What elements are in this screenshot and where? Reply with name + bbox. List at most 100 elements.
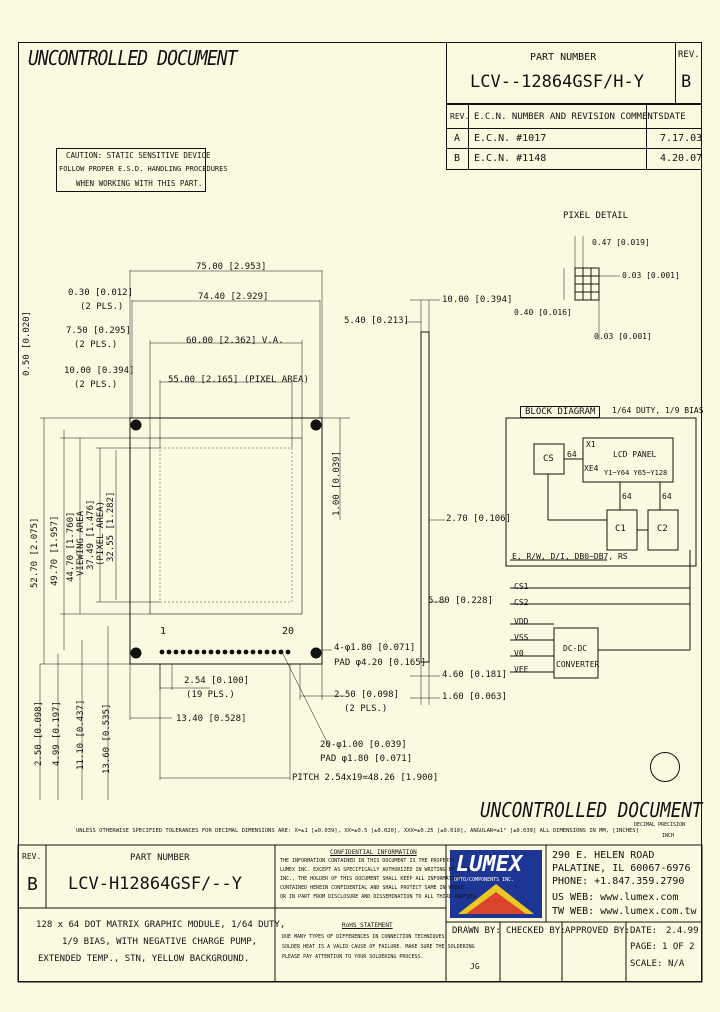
dim-250-pls: (2 PLS.) — [344, 704, 388, 714]
caution-line-3: WHEN WORKING WITH THIS PART. — [76, 179, 203, 188]
addr-5: TW WEB: www.lumex.com.tw — [552, 906, 697, 917]
drawn-value: JG — [470, 962, 480, 971]
rev-row-b: B — [454, 153, 461, 164]
block-dcdc: DC-DC — [563, 644, 588, 653]
block-vdd: VDD — [514, 617, 529, 626]
revision-table — [446, 104, 702, 170]
dim-v4470-label: VIEWING AREA — [76, 510, 86, 576]
pixel-detail-figure — [563, 236, 620, 340]
tb-rev-label: REV. — [22, 852, 42, 861]
date-value: 2.4.99 — [666, 926, 699, 936]
part-number-label: PART NUMBER — [530, 52, 597, 63]
pixel-detail-d3: 0.40 [0.016] — [514, 308, 572, 317]
rohs-3: PLEASE PAY ATTENTION TO YOUR SOLDERING P… — [282, 954, 424, 960]
rev-header-value: B — [681, 72, 692, 92]
dim-b250: 2.50 [0.098] — [34, 700, 44, 766]
dim-v050: 0.50 [0.020] — [22, 310, 32, 376]
caution-box — [56, 148, 206, 192]
uncontrolled-stamp-bottom: UNCONTROLLED DOCUMENT — [480, 798, 703, 822]
tb-desc-1: 128 x 64 DOT MATRIX GRAPHIC MODULE, 1/64… — [36, 920, 286, 930]
block-cs1: CS1 — [514, 582, 529, 591]
dim-pad180: PAD φ1.80 [0.071] — [320, 754, 413, 764]
scale-value: N/A — [668, 959, 685, 969]
page-value: 1 OF 2 — [662, 942, 695, 952]
dim-1000: 10.00 [0.394] — [64, 366, 135, 376]
dim-va60: 60.00 [2.362] V.A. — [186, 336, 284, 346]
addr-1: 290 E. HELEN ROAD — [552, 850, 655, 861]
side-540: 5.40 [0.213] — [344, 316, 410, 326]
dim-v5270: 52.70 [2.075] — [30, 517, 40, 588]
block-xe: XE4 — [584, 464, 599, 473]
conf-5: OR IN PART FROM DISCLOSURE AND DISSEMINA… — [280, 894, 479, 900]
side-270: 2.70 [0.106] — [446, 514, 512, 524]
dim-750: 7.50 [0.295] — [66, 326, 132, 336]
rev-header-box — [675, 42, 702, 104]
block-y: Y1~Y64 Y65~Y128 — [604, 469, 668, 477]
caution-line-1: CAUTION: STATIC SENSITIVE DEVICE — [66, 151, 211, 160]
block-converter: CONVERTER — [556, 660, 600, 669]
dim-254: 2.54 [0.100] — [184, 676, 250, 686]
rev-col-header: REV. — [450, 112, 470, 121]
tb-part: LCV-H12864GSF/--Y — [68, 874, 242, 894]
block-x1: X1 — [586, 440, 596, 449]
rohs-title: RoHS STATEMENT — [342, 922, 393, 929]
block-diagram-title: BLOCK DIAGRAM — [520, 406, 601, 418]
dim-v3749: 37.49 [1.476] — [86, 499, 96, 570]
conf-2: LUMEX INC. EXCEPT AS SPECIFICALLY AUTHOR… — [280, 867, 473, 873]
viewing-area — [149, 437, 303, 615]
pin-20-label: 20 — [282, 626, 295, 637]
side-160: 1.60 [0.063] — [442, 692, 508, 702]
hole-dim: 4-φ1.80 [0.071] — [334, 643, 416, 653]
checked-label: CHECKED BY: — [506, 926, 566, 936]
units-note-2: INCH — [662, 833, 675, 839]
pixel-detail-d1: 0.47 [0.019] — [592, 238, 650, 247]
tb-part-label: PART NUMBER — [130, 853, 190, 863]
dim-r100: 1.00 [0.039] — [332, 450, 342, 516]
lumex-logo: LUMEX — [456, 852, 523, 877]
ecn-col-header: E.C.N. NUMBER AND REVISION COMMENTS — [474, 112, 664, 122]
block-bus: E, R/W, D/I, DB0~DB7, RS — [512, 552, 628, 561]
dim-v4970: 49.70 [1.957] — [50, 515, 60, 586]
part-number-value: LCV--12864GSF/H-Y — [470, 72, 644, 92]
hole-pad-dim: PAD φ4.20 [0.165] — [334, 658, 427, 668]
block-cs2: CS2 — [514, 598, 529, 607]
ecn-row-b: E.C.N. #1148 — [474, 153, 547, 164]
pixel-detail-d2: 0.03 [0.001] — [622, 271, 680, 280]
dim-b1360: 13.60 [0.535] — [102, 703, 112, 774]
date-row-b: 4.20.07 — [660, 153, 703, 164]
tb-desc-2: 1/9 BIAS, WITH NEGATIVE CHARGE PUMP, — [62, 937, 258, 947]
ul-mark-icon — [650, 752, 680, 782]
addr-4: US WEB: www.lumex.com — [552, 892, 679, 903]
block-64b: 64 — [622, 492, 632, 501]
date-col-header: DATE — [664, 112, 686, 122]
addr-3: PHONE: +1.847.359.2790 — [552, 876, 685, 887]
dim-1000-pls: (2 PLS.) — [74, 380, 118, 390]
block-c2: C2 — [657, 524, 668, 534]
rohs-1: DUE MANY TYPES OF DIFFERENCES IN CONNECT… — [282, 934, 445, 940]
rev-header-label: REV. — [678, 50, 700, 60]
conf-title: CONFIDENTIAL INFORMATION — [330, 849, 417, 856]
block-lcd: LCD PANEL — [613, 450, 657, 459]
conf-1: THE INFORMATION CONTAINED IN THIS DOCUME… — [280, 858, 464, 864]
block-64a: 64 — [567, 450, 577, 459]
dim-254-pls: (19 PLS.) — [186, 690, 235, 700]
dim-750-pls: (2 PLS.) — [74, 340, 118, 350]
dim-75: 75.00 [2.953] — [196, 262, 267, 272]
block-duty: 1/64 DUTY, 1/9 BIAS — [612, 406, 704, 415]
units-note-1: DECIMAL PRECISION — [634, 822, 686, 828]
caution-line-2: FOLLOW PROPER E.S.D. HANDLING PROCEDURES — [59, 165, 228, 173]
block-v0: V0 — [514, 649, 524, 658]
dim-v4470: 44.70 [1.760] — [66, 511, 76, 582]
conf-4: CONTAINED HEREIN CONFIDENTIAL AND SHALL … — [280, 885, 464, 891]
block-diagram-figure — [505, 417, 697, 679]
side-1000: 10.00 [0.394] — [442, 295, 513, 305]
dim-v3255: 32.55 [1.282] — [106, 491, 116, 562]
dim-v3749-label: (PIXEL AREA) — [96, 500, 106, 566]
pixel-detail-title: PIXEL DETAIL — [563, 211, 629, 221]
dim-7440: 74.40 [2.929] — [198, 292, 269, 302]
block-64c: 64 — [662, 492, 672, 501]
side-view-body — [420, 331, 430, 663]
page-label: PAGE: — [630, 942, 658, 952]
ecn-row-a: E.C.N. #1017 — [474, 133, 547, 144]
